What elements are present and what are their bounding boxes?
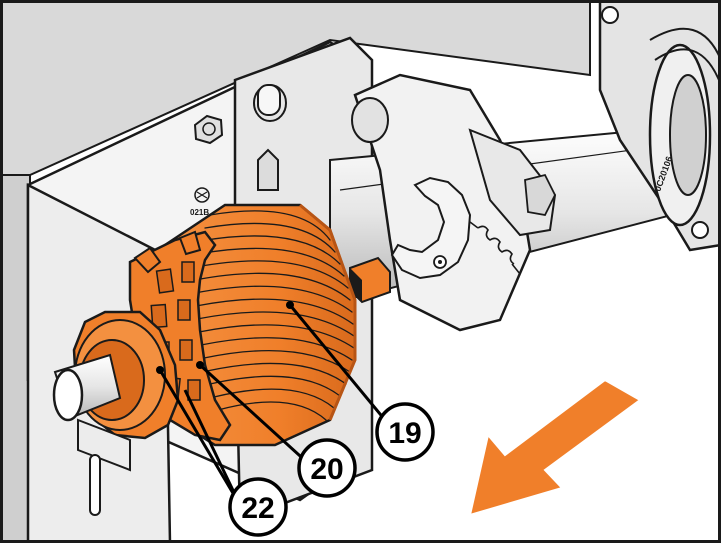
bottom-clip xyxy=(77,418,131,516)
ratchet-wheel xyxy=(390,176,472,280)
callout-22: 22 xyxy=(228,477,288,537)
bracket-bolt xyxy=(193,114,224,145)
callout-19: 19 xyxy=(375,402,435,462)
tension-spring xyxy=(469,221,521,275)
stamp-logo-icon xyxy=(194,187,210,203)
bracket-notch xyxy=(257,148,279,191)
leader-lines xyxy=(158,304,387,506)
bracket-tab xyxy=(253,84,287,122)
shaft-stub xyxy=(52,353,122,422)
wall-lower-panel xyxy=(0,174,31,543)
callout-20: 20 xyxy=(297,438,357,498)
leader-dots xyxy=(156,301,294,374)
callout-19-label: 19 xyxy=(388,417,421,450)
wall-panel xyxy=(0,0,591,176)
shaft-flange xyxy=(598,0,721,252)
stamp-code: 021B xyxy=(190,208,209,217)
arrow-down-left-icon xyxy=(468,378,642,517)
callout-22-label: 22 xyxy=(241,492,274,525)
callout-20-label: 20 xyxy=(310,453,343,486)
